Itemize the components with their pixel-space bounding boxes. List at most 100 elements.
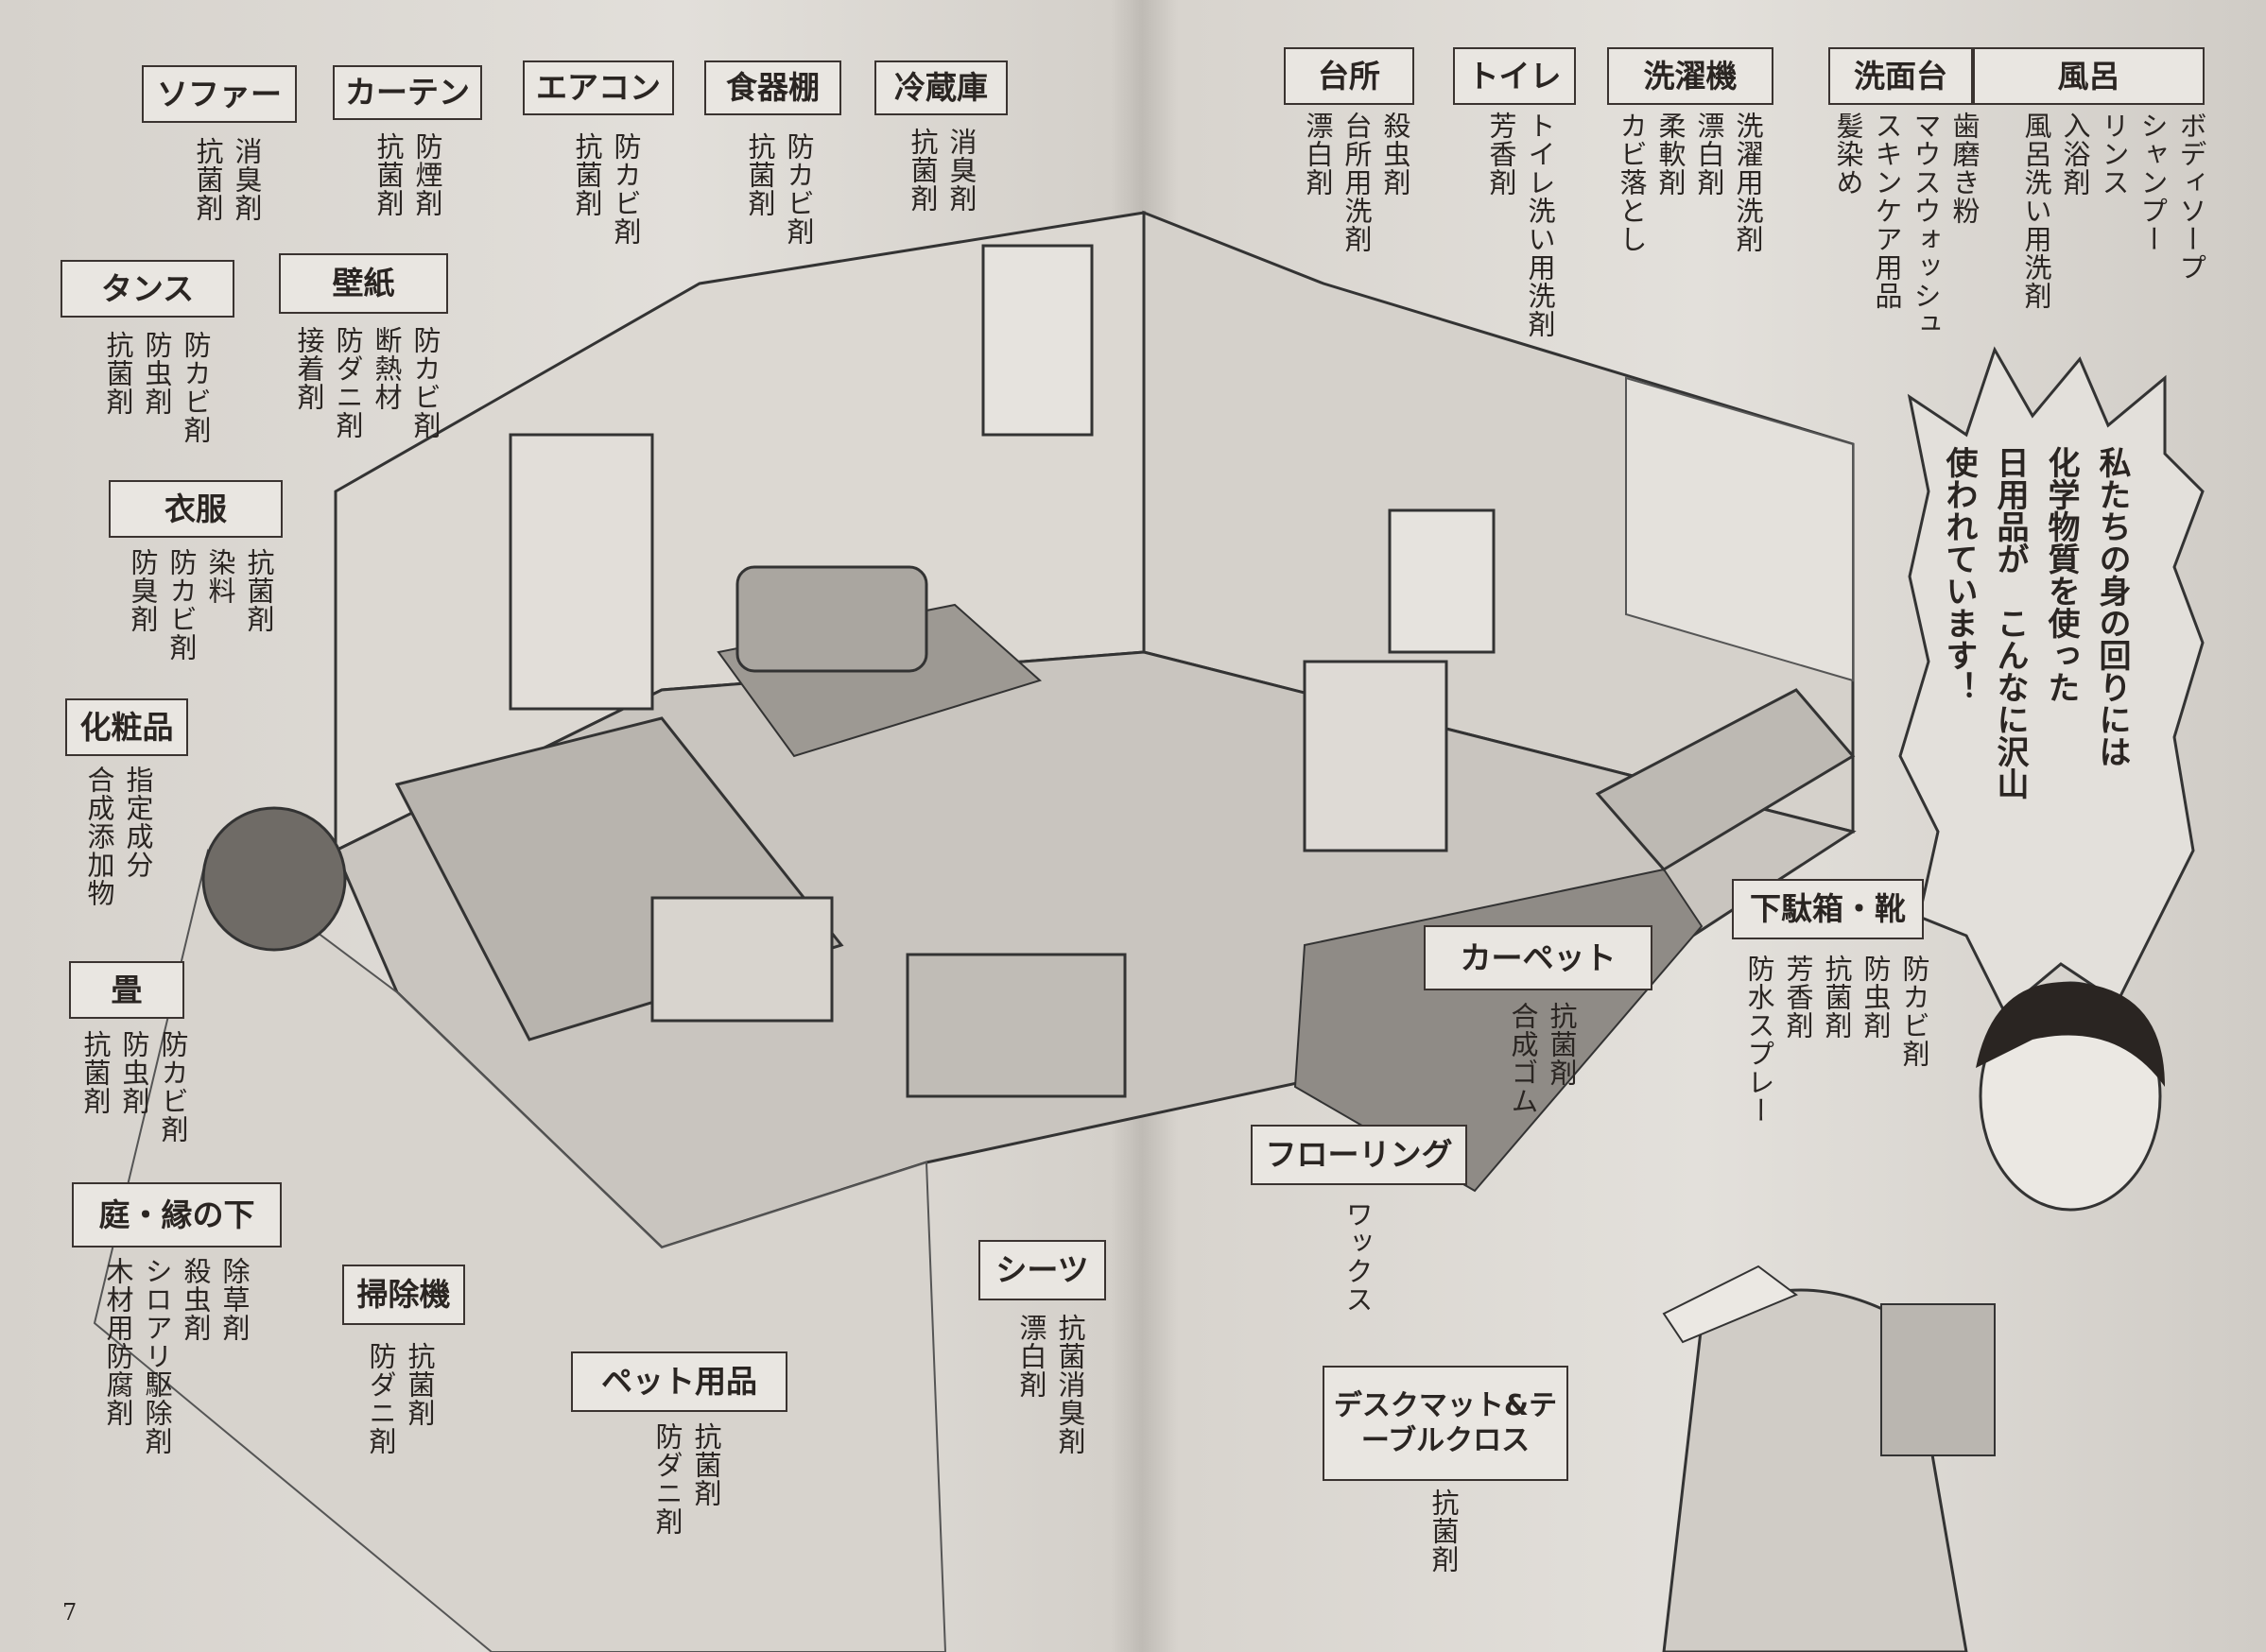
chemical-item: 風呂洗い用洗剤 — [2020, 112, 2052, 310]
chemical-item: 髪染め — [1832, 112, 1864, 197]
chemical-item: 防カビ剤 — [610, 132, 642, 246]
speech-line: 化学物質を使った — [2042, 446, 2080, 703]
chemical-item: トイレ洗い用洗剤 — [1524, 112, 1556, 338]
speech-line: 日用品が こんなに沢山 — [1991, 446, 2029, 800]
chemical-item: 防カビ剤 — [1898, 955, 1930, 1068]
chemical-item: 抗菌剤 — [243, 548, 275, 633]
chemical-item: 抗菌剤 — [1546, 1002, 1578, 1087]
label-box: 台所 — [1284, 47, 1414, 105]
chemical-list: 防カビ剤防虫剤抗菌剤 — [98, 331, 215, 444]
chemical-item: 殺虫剤 — [180, 1257, 212, 1342]
label-box: 洗面台 — [1828, 47, 1973, 105]
chemical-item: 防虫剤 — [1860, 955, 1892, 1040]
chemical-list: 抗菌剤 — [1424, 1489, 1462, 1574]
chemical-list: 防カビ剤防虫剤抗菌剤 — [76, 1030, 192, 1144]
chemical-item: シャンプー — [2136, 112, 2169, 253]
chemical-item: 殺虫剤 — [1379, 112, 1411, 197]
chemical-item: 防臭剤 — [127, 548, 159, 633]
chemical-item: 除草剤 — [218, 1257, 251, 1342]
chemical-item: 洗濯用洗剤 — [1732, 112, 1764, 253]
bathtub — [1595, 688, 1856, 871]
chemical-list: 防カビ剤抗菌剤 — [740, 132, 818, 246]
chemical-item: 防カビ剤 — [409, 326, 441, 439]
chemical-item: 柔軟剤 — [1654, 112, 1687, 197]
chemical-list: 歯磨き粉マウスウォッシュスキンケア用品髪染め — [1828, 112, 1983, 338]
chemical-item: 断熱材 — [371, 326, 403, 411]
chemical-item: リンス — [2098, 112, 2130, 197]
chemical-item: 抗菌剤 — [372, 132, 405, 217]
chemical-list: 消臭剤抗菌剤 — [188, 137, 266, 222]
chemical-item: 抗菌剤 — [907, 128, 939, 213]
chemical-item: 抗菌剤 — [744, 132, 776, 217]
tile-wall — [1625, 376, 1854, 682]
label-box: 掃除機 — [342, 1265, 465, 1325]
chemical-item: 防虫剤 — [141, 331, 173, 416]
chemical-item: 防カビ剤 — [165, 548, 198, 662]
label-box: カーペット — [1424, 925, 1652, 990]
label-box: 冷蔵庫 — [874, 60, 1008, 115]
label-box: ソファー — [142, 65, 297, 123]
chemical-list: 除草剤殺虫剤シロアリ駆除剤木材用防腐剤 — [98, 1257, 253, 1455]
chemical-list: ボディソープシャンプーリンス入浴剤風呂洗い用洗剤 — [2016, 112, 2210, 310]
chemical-item: 防ダニ剤 — [651, 1422, 683, 1536]
girl-character — [1662, 981, 2165, 1652]
label-box: ペット用品 — [571, 1351, 787, 1412]
label-box: デスクマット&テーブルクロス — [1323, 1366, 1568, 1481]
label-box: 畳 — [69, 961, 184, 1019]
chemical-item: ボディソープ — [2175, 112, 2207, 282]
speech-line: 使われています！ — [1940, 446, 1978, 703]
chemical-item: 消臭剤 — [231, 137, 263, 222]
chemical-item: 抗菌剤 — [102, 331, 134, 416]
chemical-item: 芳香剤 — [1485, 112, 1517, 197]
chemical-item: 防ダニ剤 — [365, 1342, 397, 1455]
washing-machine — [1388, 508, 1496, 654]
chemical-list: 消臭剤抗菌剤 — [903, 128, 980, 213]
chemical-item: 木材用防腐剤 — [102, 1257, 134, 1427]
chemical-item: 合成ゴム — [1507, 1002, 1539, 1115]
chemical-item: 歯磨き粉 — [1948, 112, 1981, 225]
chemical-item: マウスウォッシュ — [1910, 112, 1942, 338]
chemical-item: 漂白剤 — [1302, 112, 1334, 197]
label-box: 化粧品 — [65, 698, 188, 756]
chemical-item: カビ落とし — [1616, 112, 1648, 253]
chemical-item: 漂白剤 — [1015, 1314, 1047, 1399]
chemical-list: 殺虫剤台所用洗剤漂白剤 — [1298, 112, 1414, 253]
chemical-list: 抗菌剤染料防カビ剤防臭剤 — [123, 548, 278, 662]
chemical-item: 防煙剤 — [411, 132, 443, 217]
chemical-item: シロアリ駆除剤 — [141, 1257, 173, 1455]
sofa — [735, 565, 928, 673]
chemical-item: 防虫剤 — [118, 1030, 150, 1115]
chemical-list: 防カビ剤防虫剤抗菌剤芳香剤防水スプレー — [1739, 955, 1933, 1125]
speech-bubble-text: 私たちの身の回りには 化学物質を使った 日用品が こんなに沢山 使われています！ — [1933, 446, 2137, 800]
chemical-item: 防水スプレー — [1743, 955, 1775, 1125]
chemical-list: 抗菌剤防ダニ剤 — [361, 1342, 439, 1455]
chemical-item: 防カビ剤 — [783, 132, 815, 246]
chemical-list: 洗濯用洗剤漂白剤柔軟剤カビ落とし — [1612, 112, 1767, 253]
label-box: 壁紙 — [279, 253, 448, 314]
chemical-item: 防カビ剤 — [157, 1030, 189, 1144]
label-box: エアコン — [523, 60, 674, 115]
chemical-item: 抗菌剤 — [79, 1030, 112, 1115]
chemical-item: 防ダニ剤 — [332, 326, 364, 439]
label-box: 下駄箱・靴 — [1732, 879, 1924, 939]
label-box: フローリング — [1251, 1125, 1467, 1185]
garden — [93, 849, 947, 1652]
chemical-item: 抗菌剤 — [1427, 1489, 1460, 1574]
chemical-item: 抗菌剤 — [571, 132, 603, 217]
chemical-item: 漂白剤 — [1693, 112, 1725, 197]
chemical-list: ワックス — [1338, 1200, 1376, 1314]
label-box: タンス — [61, 260, 234, 318]
bush — [201, 806, 347, 952]
label-box: 食器棚 — [704, 60, 841, 115]
desk — [650, 896, 834, 1023]
chemical-item: 入浴剤 — [2059, 112, 2091, 197]
chemical-list: 抗菌剤防ダニ剤 — [648, 1422, 725, 1536]
chemical-item: 染料 — [204, 548, 236, 605]
label-box: 衣服 — [109, 480, 283, 538]
label-box: 風呂 — [1973, 47, 2205, 105]
chemical-list: 防煙剤抗菌剤 — [369, 132, 446, 217]
chemical-item: 消臭剤 — [945, 128, 977, 213]
chemical-item: 抗菌剤 — [1821, 955, 1853, 1040]
chemical-item: 指定成分 — [122, 766, 154, 879]
